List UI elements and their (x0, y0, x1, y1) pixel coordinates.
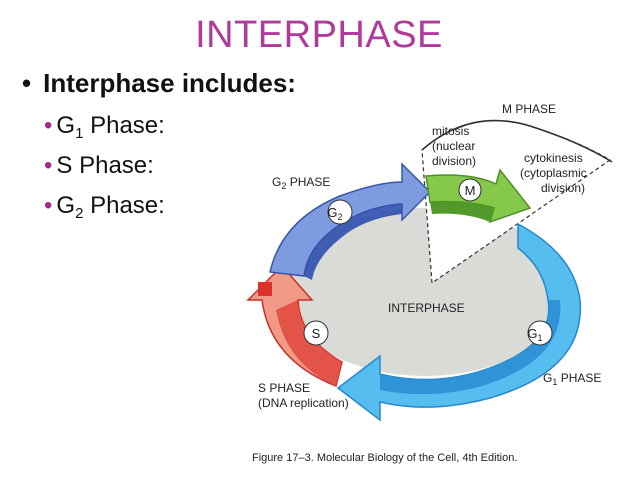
m-marker (458, 178, 482, 202)
g2-marker-label: G2 (327, 205, 342, 222)
m-phase-arc (421, 119, 613, 163)
slide-title: INTERPHASE (195, 14, 443, 56)
g2-phase-label: G2 PHASE (272, 175, 330, 191)
interphase-center (285, 208, 565, 376)
bullet-icon: • (44, 112, 53, 139)
bullet-g1-phase: •G1 Phase: (44, 112, 165, 142)
bullet-g2-phase: •G2 Phase: (44, 192, 165, 222)
interphase-center-label: INTERPHASE (388, 301, 465, 315)
heading-text: Interphase includes: (43, 68, 296, 98)
figure-caption: Figure 17–3. Molecular Biology of the Ce… (252, 452, 517, 464)
cytokinesis-label-line2: (cytoplasmic (520, 166, 587, 180)
g2-phase-arrow-side (304, 204, 402, 280)
s-marker-label: S (312, 326, 321, 341)
bullet-icon: • (44, 152, 53, 179)
s-marker (303, 320, 329, 346)
mitosis-label-line1: mitosis (432, 124, 469, 138)
bullet-s-phase: •S Phase: (44, 152, 154, 179)
cytokinesis-label-line3: division) (541, 181, 585, 195)
mitosis-label-line2: (nuclear (432, 139, 475, 153)
m-phase-label: M PHASE (502, 102, 556, 116)
bullet-icon: • (44, 192, 53, 219)
g1-phase-label: G1 PHASE (543, 371, 601, 387)
bullet-icon: • (22, 68, 32, 98)
s-phase-label: S PHASE (258, 381, 310, 395)
m-marker-label: M (465, 183, 476, 198)
cytokinesis-label-line1: cytokinesis (524, 151, 583, 165)
mitosis-label-line3: division) (432, 154, 476, 168)
g1-marker-label: G1 (527, 326, 542, 343)
slide-heading: • Interphase includes: (22, 68, 296, 99)
dna-replication-label: (DNA replication) (258, 396, 349, 410)
g2-marker (327, 199, 353, 225)
g1-phase-arrow-side (380, 300, 561, 395)
s-phase-arrow-tail (258, 282, 272, 296)
g1-marker (527, 320, 553, 346)
m-phase-arrow-side (430, 201, 494, 222)
g1-phase-arrow (336, 222, 582, 422)
